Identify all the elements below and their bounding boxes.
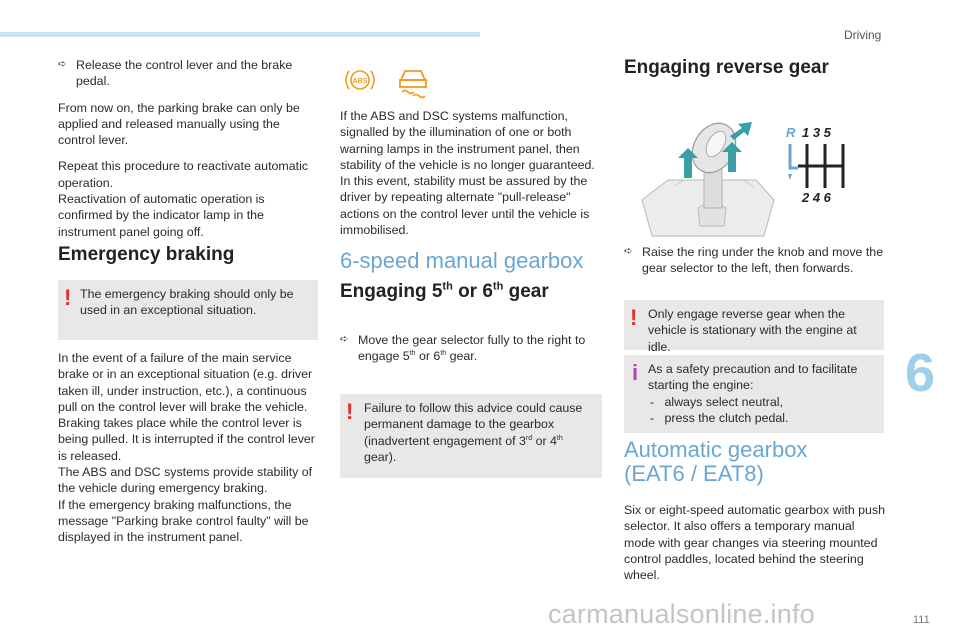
column-1-body: In the event of a failure of the main se… xyxy=(58,350,320,546)
automatic-description: Six or eight-speed automatic gearbox wit… xyxy=(624,502,888,583)
paragraph: Reactivation of automatic operation is c… xyxy=(58,192,265,239)
warning-text: The emergency braking should only be use… xyxy=(80,287,294,318)
arrow-bullet-icon: ➪ xyxy=(340,334,349,345)
warning-icon: ! xyxy=(346,399,354,424)
heading-manual-gearbox: 6-speed manual gearbox xyxy=(340,248,584,273)
warning-box-reverse: ! Only engage reverse gear when the vehi… xyxy=(624,300,884,354)
column-2-text: If the ABS and DSC systems malfunction, … xyxy=(340,108,602,238)
info-text: As a safety precaution and to facilitate… xyxy=(648,362,858,393)
heading-automatic-gearbox: Automatic gearbox (EAT6 / EAT8) xyxy=(624,437,808,486)
header-bar xyxy=(0,32,480,37)
warning-icon: ! xyxy=(64,285,72,310)
bullet-text: Release the control lever and the brake … xyxy=(76,58,293,89)
page-number: 111 xyxy=(913,614,930,626)
warning-lamps: ABS xyxy=(340,62,440,102)
info-box-safety: i As a safety precaution and to facilita… xyxy=(624,355,884,433)
warning-box: ! The emergency braking should only be u… xyxy=(58,280,318,340)
gear-shift-pattern: R 1 3 5 2 4 6 xyxy=(784,124,854,205)
heading-engage-5-6: Engaging 5th or 6th gear xyxy=(340,280,549,302)
heading-reverse-gear: Engaging reverse gear xyxy=(624,57,829,78)
chapter-number: 6 xyxy=(905,343,936,403)
column-1: ➪ Release the control lever and the brake… xyxy=(58,57,320,240)
warning-icon: ! xyxy=(630,305,638,330)
paragraph: Six or eight-speed automatic gearbox wit… xyxy=(624,503,886,583)
reverse-label: R xyxy=(786,125,796,140)
paragraph: The ABS and DSC systems provide stabilit… xyxy=(58,465,313,496)
svg-text:ABS: ABS xyxy=(353,78,368,85)
paragraph: Braking takes place while the control le… xyxy=(58,416,315,463)
info-icon: i xyxy=(632,360,639,385)
info-item: - always select neutral, xyxy=(650,394,783,409)
section-title: Driving xyxy=(844,28,882,42)
info-item: - press the clutch pedal. xyxy=(650,410,789,425)
bullet-text: Raise the ring under the knob and move t… xyxy=(642,245,884,276)
bottom-gears-label: 2 4 6 xyxy=(801,190,832,204)
top-gears-label: 1 3 5 xyxy=(802,125,832,140)
bullet-5-6: ➪Move the gear selector fully to the rig… xyxy=(340,333,586,364)
dsc-lamp-icon xyxy=(393,62,433,102)
paragraph: In the event of a failure of the main se… xyxy=(58,351,313,414)
warning-box-gearbox: ! Failure to follow this advice could ca… xyxy=(340,394,602,478)
paragraph: Repeat this procedure to reactivate auto… xyxy=(58,159,309,190)
arrow-bullet-icon: ➪ xyxy=(58,59,67,70)
abs-lamp-icon: ABS xyxy=(345,70,375,90)
heading-emergency-braking: Emergency braking xyxy=(58,244,235,265)
bullet-reverse: ➪ Raise the ring under the knob and move … xyxy=(624,244,884,277)
bullet-release: ➪ Release the control lever and the brake… xyxy=(58,57,320,90)
watermark: carmanualsonline.info xyxy=(548,599,815,629)
paragraph: If the ABS and DSC systems malfunction, … xyxy=(340,109,595,238)
gear-knob-illustration xyxy=(624,108,884,238)
arrow-bullet-icon: ➪ xyxy=(624,246,633,257)
paragraph: If the emergency braking malfunctions, t… xyxy=(58,497,309,545)
paragraph: From now on, the parking brake can only … xyxy=(58,100,300,148)
warning-text: Only engage reverse gear when the vehicl… xyxy=(648,307,857,354)
warning-text: Failure to follow this advice could caus… xyxy=(364,401,583,464)
